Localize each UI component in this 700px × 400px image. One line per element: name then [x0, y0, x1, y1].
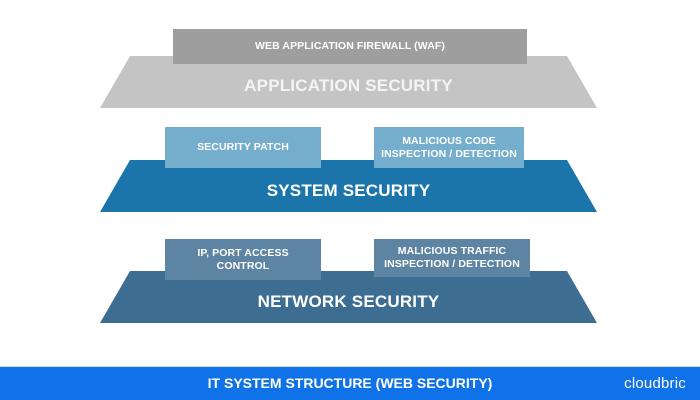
footer-bar: IT SYSTEM STRUCTURE (WEB SECURITY) cloud… — [0, 366, 700, 400]
waf-label: WEB APPLICATION FIREWALL (WAF) — [254, 40, 446, 52]
system-security-title: SYSTEM SECURITY — [266, 181, 431, 200]
system-security-layer — [100, 160, 597, 212]
footer-title: IT SYSTEM STRUCTURE (WEB SECURITY) — [207, 375, 493, 391]
waf-component: WEB APPLICATION FIREWALL (WAF) — [173, 29, 527, 64]
malicious-traffic-component: MALICIOUS TRAFFIC INSPECTION / DETECTION — [374, 239, 530, 277]
network-security-title: NETWORK SECURITY — [257, 292, 440, 311]
security-patch-label: SECURITY PATCH — [197, 141, 289, 153]
application-security-layer — [100, 56, 597, 108]
security-patch-component: SECURITY PATCH — [165, 127, 321, 168]
malicious-code-label: MALICIOUS CODE INSPECTION / DETECTION — [381, 134, 517, 160]
malicious-traffic-label: MALICIOUS TRAFFIC INSPECTION / DETECTION — [384, 245, 520, 270]
ip-port-access-component: IP, PORT ACCESS CONTROL — [165, 239, 321, 280]
ip-port-access-label: IP, PORT ACCESS CONTROL — [197, 246, 289, 272]
network-security-layer — [100, 271, 597, 323]
cloudbric-logo: cloudbric — [624, 375, 686, 392]
application-security-title: APPLICATION SECURITY — [244, 76, 453, 95]
malicious-code-component: MALICIOUS CODE INSPECTION / DETECTION — [374, 127, 524, 168]
